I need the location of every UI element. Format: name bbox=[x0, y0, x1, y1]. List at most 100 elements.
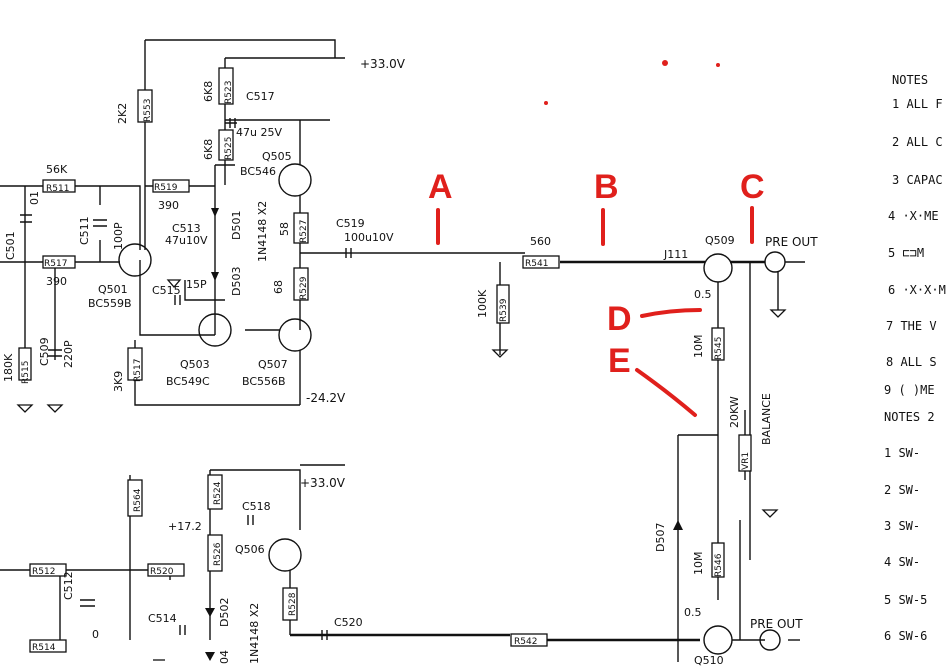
rail-pos-top: +33.0V bbox=[360, 57, 406, 71]
red-dot bbox=[544, 101, 548, 105]
label: D501 bbox=[230, 211, 243, 240]
pre-out-bottom: PRE OUT bbox=[750, 617, 803, 631]
annotation-c: C bbox=[740, 168, 765, 206]
label: 220P bbox=[62, 340, 75, 368]
label: 58 bbox=[278, 222, 291, 236]
label: R519 bbox=[154, 183, 178, 193]
label: 1N4148 X2 bbox=[256, 201, 269, 262]
red-dot bbox=[662, 60, 668, 66]
label: 68 bbox=[272, 280, 285, 294]
marker-d bbox=[640, 308, 702, 318]
label: 01 bbox=[28, 191, 41, 205]
label: BC549C bbox=[166, 375, 210, 388]
label: Q506 bbox=[235, 543, 265, 556]
wiring bbox=[0, 39, 805, 662]
sw-item: 4 SW- bbox=[884, 555, 920, 569]
label: R512 bbox=[32, 567, 55, 577]
label: C514 bbox=[148, 612, 177, 625]
rail-neg: -24.2V bbox=[306, 391, 346, 405]
label: C512 bbox=[62, 571, 75, 600]
label: 100P bbox=[112, 222, 125, 250]
label: 10M bbox=[692, 335, 705, 359]
label: 2K2 bbox=[116, 103, 129, 124]
label: R539 bbox=[499, 298, 509, 322]
label: R541 bbox=[525, 259, 548, 269]
annotation-e: E bbox=[608, 342, 631, 380]
label: R517 bbox=[44, 259, 67, 269]
label: BC546 bbox=[240, 165, 276, 178]
note-item: 6 ·X·X·M bbox=[888, 283, 946, 297]
label: 6K8 bbox=[202, 81, 215, 102]
label: 04 bbox=[218, 650, 231, 664]
label: 56K bbox=[46, 163, 68, 176]
label: R520 bbox=[150, 567, 174, 577]
label: 15P bbox=[186, 278, 207, 291]
label: C509 bbox=[38, 337, 51, 366]
label: 1N4148 X2 bbox=[248, 603, 261, 664]
label: BALANCE bbox=[760, 393, 773, 445]
label: Q505 bbox=[262, 150, 292, 163]
label: Q501 bbox=[98, 283, 128, 296]
capacitors bbox=[20, 118, 352, 640]
label: R527 bbox=[299, 220, 309, 243]
label: 390 bbox=[158, 199, 179, 212]
note-item: 3 CAPAC bbox=[892, 173, 943, 187]
note-item: 5 ⊏⊐M bbox=[888, 246, 924, 260]
rail-labels: +33.0V -24.2V +33.0V PRE OUT PRE OUT bbox=[300, 57, 818, 631]
note-item: 2 ALL C bbox=[892, 135, 943, 149]
label: 10M bbox=[692, 552, 705, 576]
label: R529 bbox=[299, 276, 309, 300]
sw-item: 1 SW- bbox=[884, 446, 920, 460]
label: BC559B bbox=[88, 297, 132, 310]
label: R514 bbox=[32, 643, 56, 653]
label: 560 bbox=[530, 235, 551, 248]
label: J111 bbox=[663, 248, 688, 261]
label: R542 bbox=[514, 637, 537, 647]
label: D503 bbox=[230, 267, 243, 296]
label: C511 bbox=[78, 216, 91, 245]
sw-item: 3 SW- bbox=[884, 519, 920, 533]
label: Q503 bbox=[180, 358, 210, 371]
pre-out-top: PRE OUT bbox=[765, 235, 818, 249]
label: R524 bbox=[213, 481, 223, 505]
annotation-b: B bbox=[594, 168, 619, 206]
notes-panel: NOTES 1 ALL F 2 ALL C 3 CAPAC 4 ·X·ME 5 … bbox=[884, 73, 946, 643]
sw-item: 2 SW- bbox=[884, 483, 920, 497]
note-item: 8 ALL S bbox=[886, 355, 937, 369]
label: C520 bbox=[334, 616, 363, 629]
label: R525 bbox=[224, 137, 234, 160]
label: C519 bbox=[336, 217, 365, 230]
label: 6K8 bbox=[202, 139, 215, 160]
note-item: 1 ALL F bbox=[892, 97, 943, 111]
label: Q507 bbox=[258, 358, 288, 371]
label: 47u10V bbox=[165, 234, 208, 247]
component-labels: 56K R511 01 C501 C511 100P R519 390 R517… bbox=[2, 81, 773, 666]
notes-title-2: NOTES 2 bbox=[884, 410, 935, 424]
label: 0.5 bbox=[694, 288, 712, 301]
note-item: 7 THE V bbox=[886, 319, 937, 333]
sw-item: 5 SW-5 bbox=[884, 593, 927, 607]
rail-pos-bottom: +33.0V bbox=[300, 476, 346, 490]
diodes bbox=[205, 208, 683, 661]
sw-item: 6 SW-6 bbox=[884, 629, 927, 643]
label: VR1 bbox=[741, 452, 751, 470]
label: 180K bbox=[2, 353, 15, 382]
label: D507 bbox=[654, 523, 667, 552]
label: R515 bbox=[21, 361, 31, 384]
note-item: 9 ( )ME bbox=[884, 383, 935, 397]
label: 0 bbox=[92, 628, 99, 641]
red-annotations: A B C D E bbox=[428, 60, 765, 417]
label: 20KW bbox=[728, 396, 741, 428]
label: R553 bbox=[143, 99, 153, 122]
label: BC556B bbox=[242, 375, 286, 388]
label: R526 bbox=[213, 542, 223, 566]
label: 100u10V bbox=[344, 231, 394, 244]
label: Q510 bbox=[694, 654, 724, 666]
label: R511 bbox=[46, 184, 69, 194]
notes-title: NOTES bbox=[892, 73, 928, 87]
label: R545 bbox=[714, 337, 724, 360]
marker-e bbox=[635, 368, 697, 417]
label: 3K9 bbox=[112, 371, 125, 392]
label: +17.2 bbox=[168, 520, 202, 533]
